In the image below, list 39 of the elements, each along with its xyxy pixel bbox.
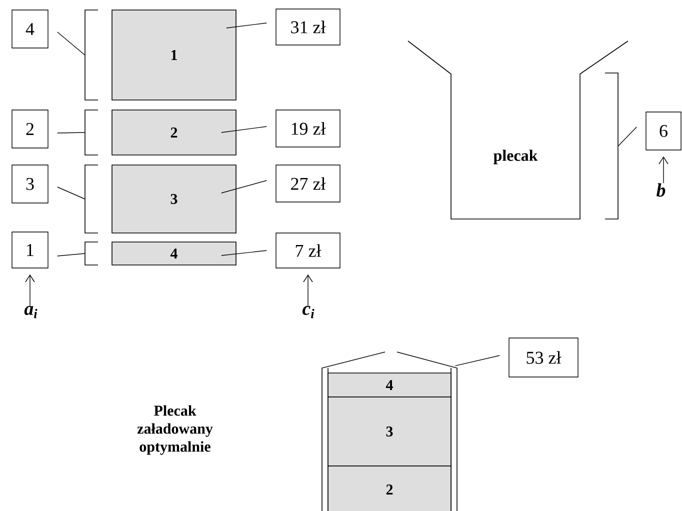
number-box: 2 (12, 110, 48, 148)
leader-line (221, 180, 267, 194)
leader-line (57, 186, 86, 200)
leader-line (618, 126, 637, 146)
variable-label: a$_{i}$ (24, 306, 38, 318)
number-box: 53 zł (508, 338, 578, 378)
bracket (84, 164, 98, 234)
bracket (84, 10, 98, 100)
item-block: 2 (112, 110, 236, 156)
item-block: 4 (328, 372, 452, 398)
caption-text: Plecak załadowany optymalnie (137, 405, 213, 455)
number-box: 6 (646, 112, 682, 150)
bracket (84, 242, 98, 266)
packed-knapsack-drawing (322, 352, 458, 511)
number-box: 3 (12, 164, 48, 204)
arrow (303, 274, 313, 306)
number-box: 7 zł (276, 232, 340, 268)
bracket (84, 110, 98, 156)
number-box: 19 zł (276, 110, 340, 148)
leader-line (226, 22, 267, 28)
item-block: 2 (328, 466, 452, 511)
leader-line (221, 250, 267, 256)
arrow (658, 156, 668, 184)
leader-line (57, 132, 86, 134)
number-box: 27 zł (276, 164, 340, 202)
variable-label: b (656, 183, 666, 197)
number-box: 31 zł (276, 8, 340, 46)
leader-line (57, 32, 86, 56)
item-block: 4 (112, 242, 236, 266)
leader-line (57, 253, 86, 256)
arrow (25, 274, 35, 306)
leader-line (221, 126, 267, 133)
number-box: 1 (12, 232, 48, 268)
item-block: 1 (112, 10, 236, 100)
leader-line (454, 355, 500, 366)
number-box: 4 (12, 10, 48, 48)
variable-label: c$_{i}$ (302, 306, 314, 318)
knapsack-drawing: plecak (408, 40, 628, 220)
item-block: 3 (112, 164, 236, 234)
